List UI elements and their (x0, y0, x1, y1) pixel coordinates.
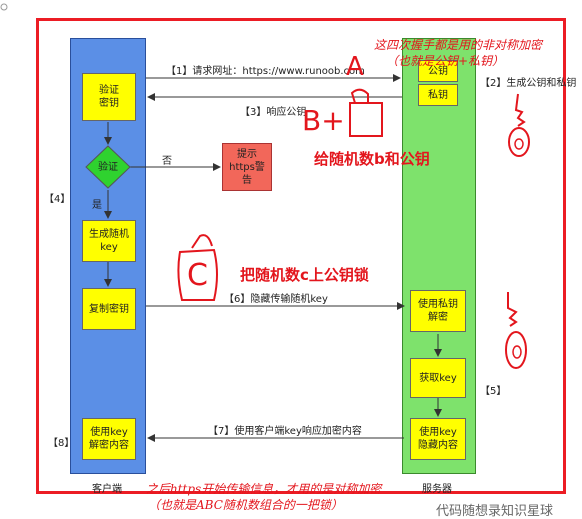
server-encrypt-box: 使用key 隐藏内容 (410, 418, 466, 460)
top-note-1: 这四次握手都是用的非对称加密 (374, 38, 543, 52)
copy-key-box: 复制密钥 (82, 288, 136, 330)
yes-label: 是 (92, 200, 102, 211)
pin-icon[interactable] (0, 3, 8, 11)
private-key-box: 私钥 (418, 84, 458, 106)
letter-c: C (187, 258, 208, 293)
client-decrypt-box: 使用key 解密内容 (82, 418, 136, 460)
generate-key-box: 生成随机 key (82, 220, 136, 262)
top-note-2: （也就是公钥+私钥） (386, 54, 505, 68)
verify-diamond-label: 验证 (98, 161, 118, 173)
step-2-label: 【2】生成公钥和私钥 (480, 78, 577, 89)
step-8-label: 【8】 (48, 438, 75, 449)
server-label: 服务器 (422, 484, 452, 495)
red-outline (36, 18, 566, 494)
give-b-note: 给随机数b和公钥 (314, 150, 430, 168)
bottom-note-1: 之后https开始传输信息，才用的是对称加密 (146, 482, 382, 496)
bottom-note-2: （也就是ABC随机数组合的一把锁） (148, 498, 343, 512)
step-3-label: 【3】响应公钥 (240, 107, 307, 118)
no-label: 否 (162, 156, 172, 167)
verify-key-box: 验证 密钥 (82, 73, 136, 121)
step-7-label: 【7】使用客户端key响应加密内容 (208, 426, 362, 437)
letter-b-plus: B+ (302, 104, 345, 137)
letter-a: A (346, 52, 364, 82)
server-lane (402, 38, 476, 474)
lock-c-note: 把随机数c上公钥锁 (240, 266, 369, 284)
https-warning-box: 提示 https警 告 (222, 143, 272, 191)
step-1-label: 【1】请求网址：https://www.runoob.com (166, 66, 365, 77)
step-5-label: 【5】 (480, 386, 507, 397)
client-label: 客户端 (92, 484, 122, 495)
step-4-label: 【4】 (44, 194, 71, 205)
public-key-box: 公钥 (418, 60, 458, 82)
get-key-box: 获取key (410, 358, 466, 398)
private-decrypt-box: 使用私钥 解密 (410, 290, 466, 332)
step-6-label: 【6】隐藏传输随机key (224, 294, 328, 305)
watermark: 代码随想录知识星球 (436, 504, 554, 519)
